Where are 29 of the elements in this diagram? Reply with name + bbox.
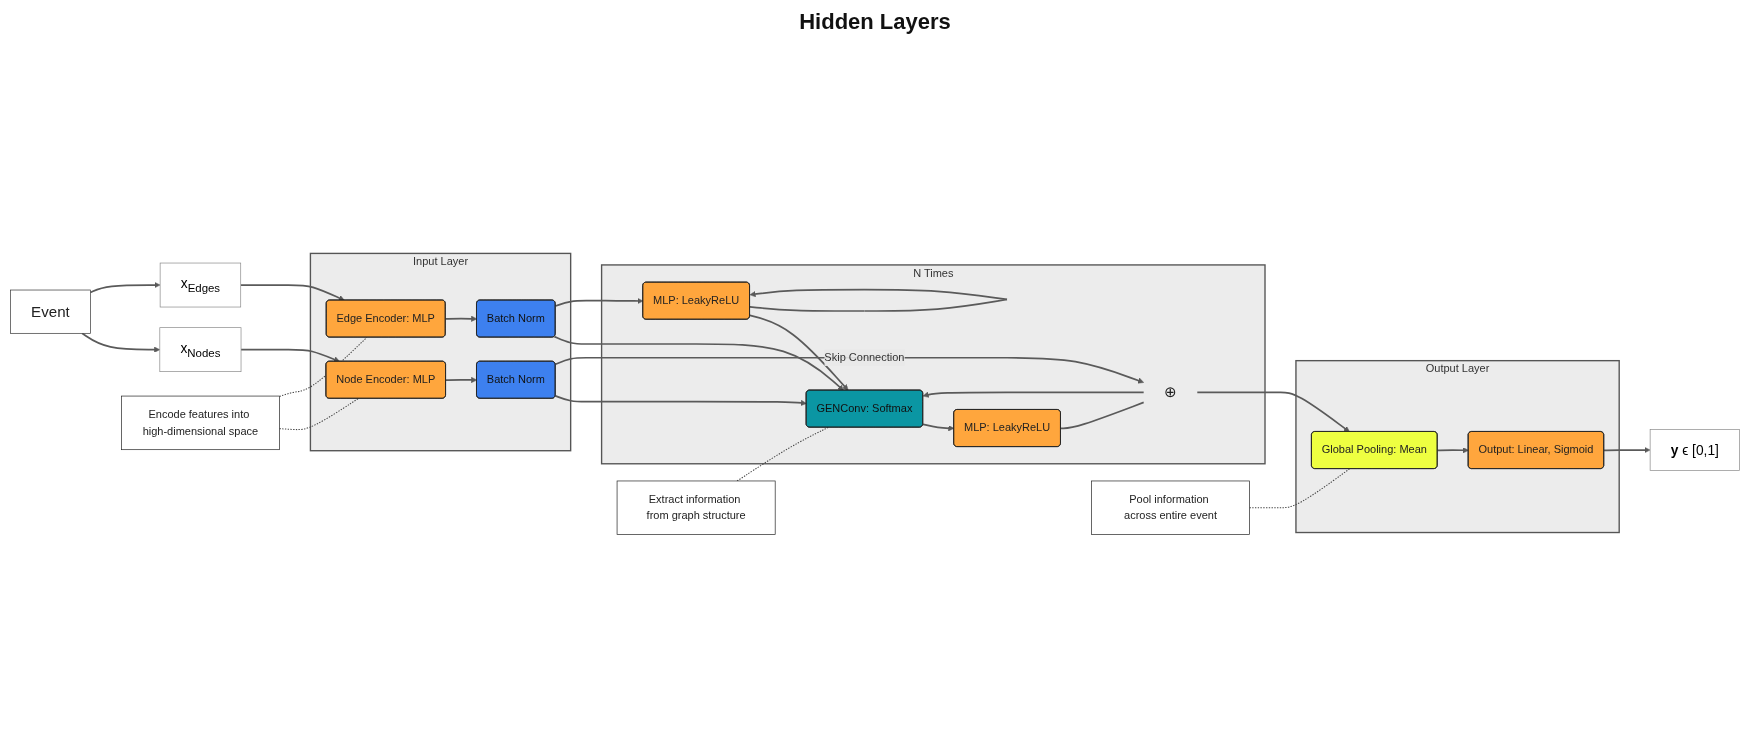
node-box: y ϵ [0,1]	[1649, 429, 1740, 471]
heading: Hidden Layers	[799, 9, 951, 35]
arrow	[749, 288, 1008, 312]
arrow	[444, 315, 478, 322]
arrow	[554, 297, 644, 307]
node-box: Pool information across entire event	[1091, 480, 1250, 535]
node-box: Event	[10, 289, 91, 334]
arrow	[445, 376, 478, 383]
node-box: Extract information from graph structure	[616, 480, 776, 535]
arrow	[553, 335, 844, 391]
arrow	[239, 284, 345, 301]
arrow	[1603, 447, 1651, 454]
edge-label: Skip Connection	[824, 351, 905, 364]
arrow	[554, 394, 807, 406]
arrow	[922, 391, 1145, 398]
arrow	[240, 348, 340, 363]
arrow	[1436, 447, 1469, 454]
node-text: ⊕	[1164, 383, 1177, 401]
arrow	[81, 332, 161, 353]
arrow	[922, 423, 955, 432]
arrow	[749, 314, 849, 391]
node-box: x$_{Edges}$	[159, 262, 242, 308]
node-box: x$_{Nodes}$	[159, 327, 242, 372]
arrow	[1196, 391, 1350, 433]
arrow	[89, 282, 161, 294]
connector	[1249, 468, 1350, 509]
connector	[1059, 401, 1145, 430]
node-box: Encode features into high-dimensional space	[121, 395, 280, 451]
connector	[278, 336, 368, 397]
